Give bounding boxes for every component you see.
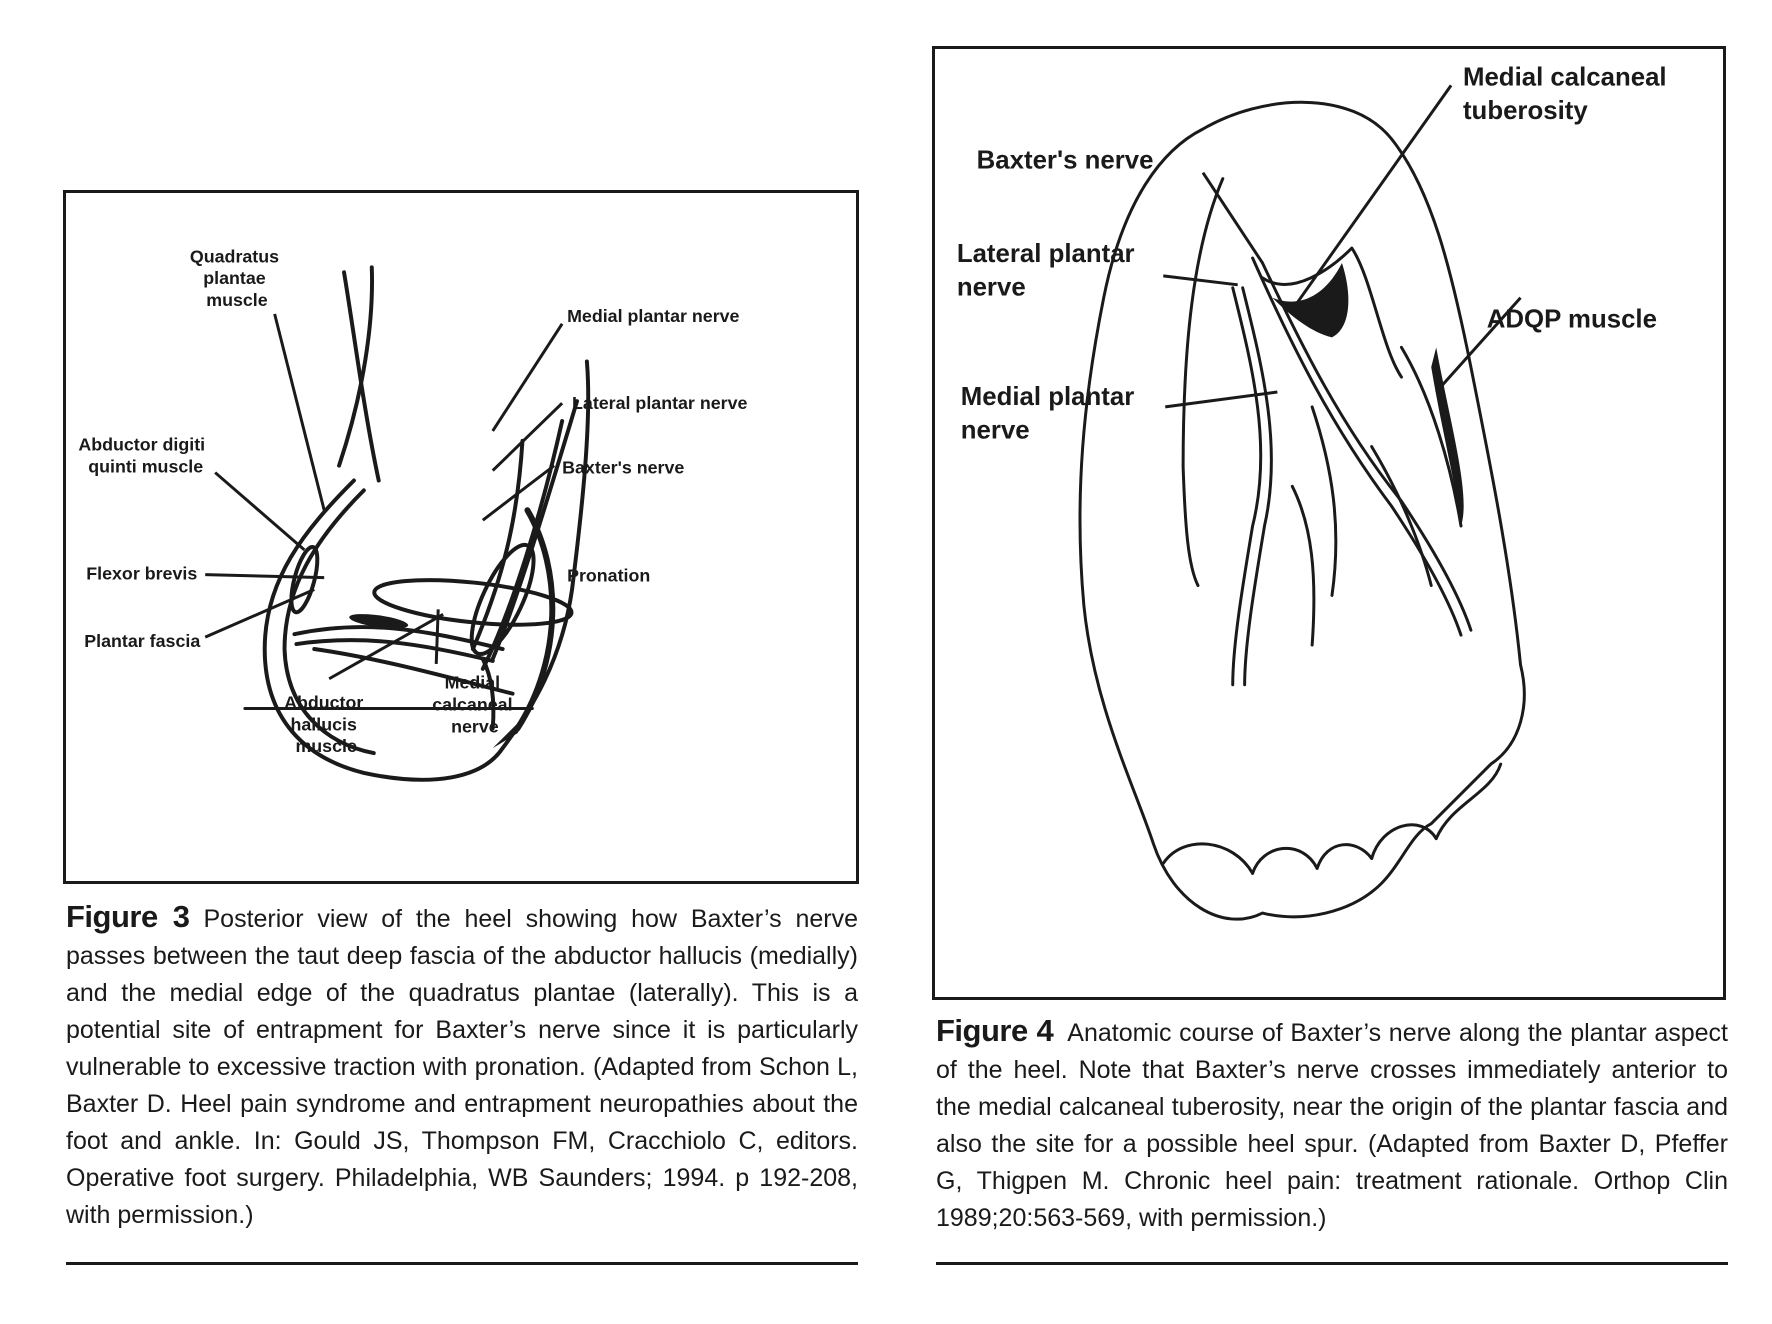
adqp-dark-stripe [1431, 347, 1464, 526]
label-medial-calcaneal-nerve: Medial calcaneal nerve [432, 673, 517, 737]
figure-4-diagram: Medial calcaneal tuberosity Baxter's ner… [932, 46, 1726, 1000]
nerve-bundle-2 [490, 399, 579, 661]
figure-4-label: Figure 4 [936, 1013, 1054, 1048]
tuberosity-edge [1261, 246, 1403, 379]
nerve-branch-1 [1231, 286, 1263, 687]
label-medial-plantar-nerve: Medial plantar nerve [567, 306, 739, 326]
label-plantar-fascia: Plantar fascia [84, 631, 201, 651]
nerve-branch-2 [1310, 405, 1338, 597]
label-flexor-brevis: Flexor brevis [86, 564, 197, 584]
nerve-branch-3 [1370, 445, 1433, 588]
foot-plantar-view-drawing: Medial calcaneal tuberosity Baxter's ner… [957, 63, 1674, 921]
label-quadratus-plantae: Quadratus plantae muscle [190, 246, 284, 310]
label-lateral-plantar-nerve: Lateral plantar nerve [572, 393, 747, 413]
toe-3 [1315, 843, 1374, 870]
caption-rule-right [936, 1262, 1728, 1265]
label-abductor-digiti: Abductor digiti quinti muscle [78, 435, 210, 477]
pronation-arrow-curve [514, 507, 556, 732]
medial-calcaneal-branch [480, 656, 496, 731]
heel-inner-outline [282, 488, 376, 756]
figure-3-diagram: Quadratus plantae muscle Abductor digiti… [63, 190, 859, 884]
label-medial-calcaneal-tuberosity: Medial calcaneal tuberosity [1463, 63, 1674, 125]
tuberosity-dark-fill [1272, 262, 1349, 338]
toe-1 [1161, 842, 1255, 875]
quadratus-strand-1 [342, 270, 381, 483]
figure-3-caption-text: Posterior view of the heel showing how B… [66, 905, 858, 1229]
label-baxters-nerve-fig4: Baxter's nerve [977, 147, 1154, 175]
label-lateral-plantar-nerve-fig4: Lateral plantar nerve [957, 240, 1142, 302]
label-adqp-muscle: ADQP muscle [1487, 305, 1657, 333]
label-medial-plantar-nerve-fig4: Medial plantar nerve [961, 383, 1142, 445]
heel-posterior-view-drawing: Quadratus plantae muscle Abductor digiti… [78, 246, 747, 782]
toe-2 [1251, 846, 1319, 875]
figure-3-label: Figure 3 [66, 899, 190, 934]
quadratus-plantae-oval [372, 578, 574, 627]
label-pronation: Pronation [567, 566, 650, 586]
pronation-arrowhead [492, 708, 533, 749]
toe-4 [1370, 823, 1438, 860]
nerve-branch-4 [1290, 484, 1316, 647]
caption-rule-left [66, 1262, 858, 1265]
foot-outline [1078, 100, 1526, 921]
label-baxters-nerve: Baxter's nerve [562, 458, 684, 478]
nerve-bundle-1 [480, 419, 565, 671]
dark-fascia-spot [349, 614, 409, 629]
toe-5 [1434, 762, 1503, 841]
nerve-main-1 [1251, 256, 1463, 637]
heel-inner-contour [1181, 177, 1225, 588]
quadratus-strand-2 [337, 265, 374, 468]
adqp-line [1399, 345, 1463, 528]
label-abductor-hallucis: Abductor hallucis muscle [284, 693, 368, 757]
figure-4-caption-text: Anatomic course of Baxter’s nerve along … [936, 1019, 1728, 1232]
heel-outline [262, 359, 591, 782]
abductor-hallucis-oval [469, 542, 536, 656]
nerve-bundle-3 [470, 438, 525, 652]
